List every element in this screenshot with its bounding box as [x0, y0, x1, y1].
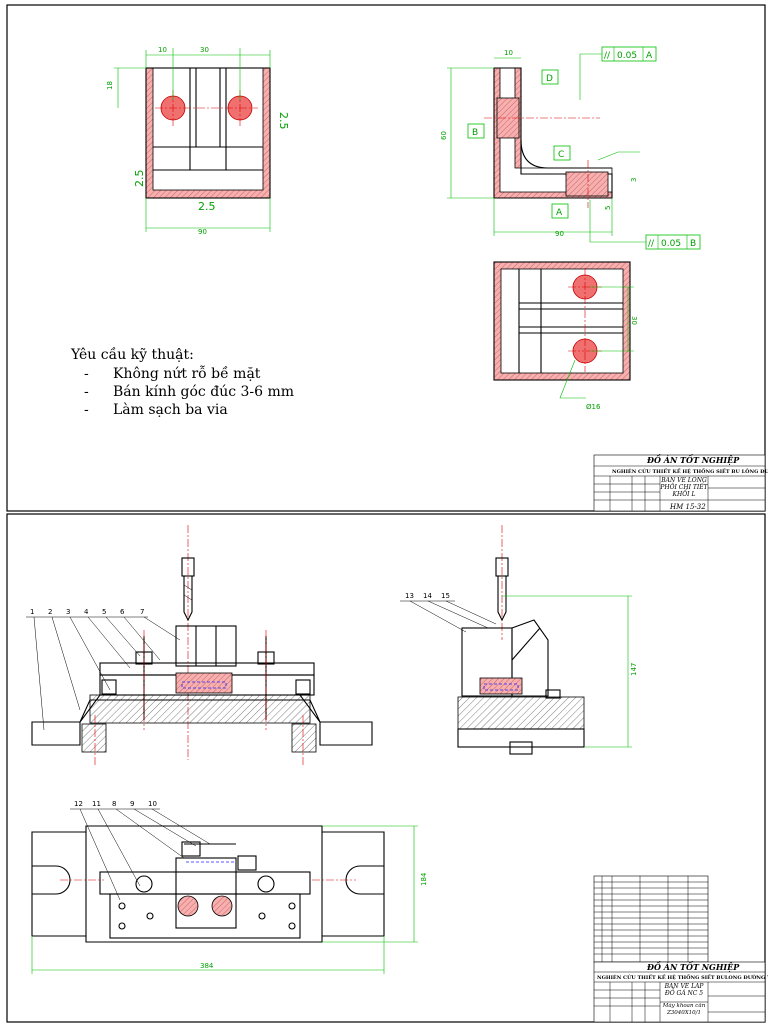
part-side-view: D B C A // 0.05 A // 0.05 B 60 90 10 5 3: [440, 46, 701, 250]
datum-a: A: [556, 208, 563, 218]
svg-text:11: 11: [92, 800, 101, 808]
svg-text:Ø16: Ø16: [586, 403, 601, 411]
assembly-top-view: 384 184 12 11 8 9 10: [31, 800, 428, 974]
front-bottom-allowance: 2.5: [198, 200, 216, 213]
svg-text:4: 4: [84, 608, 89, 616]
svg-text:10: 10: [504, 49, 513, 57]
datum-d: D: [546, 74, 553, 84]
part-tb-drawing-name: BẢN VẼ LỒNG PHÔI CHI TIẾT KHỐI L: [660, 477, 708, 498]
svg-text:-: -: [84, 402, 89, 418]
requirement-3: Làm sạch ba via: [113, 401, 228, 418]
svg-text:15: 15: [441, 592, 450, 600]
parts-list: [593, 875, 709, 963]
svg-text:2: 2: [48, 608, 52, 616]
side-dim-5: 5: [604, 206, 612, 210]
front-left-allowance: 2.5: [133, 170, 146, 188]
svg-text:147: 147: [630, 663, 638, 676]
lower-sheet-border: [6, 513, 766, 1023]
svg-text:7: 7: [140, 608, 144, 616]
assy-tb-drawing-name: BẢN VẼ LẮP ĐỒ GÁ NC 5: [664, 983, 704, 997]
balloons-top: 12 11 8 9 10: [70, 800, 211, 901]
front-width-dim: 90: [198, 228, 207, 236]
technical-requirements: Yêu cầu kỹ thuật: - Không nứt rỗ bề mặt …: [70, 346, 294, 418]
part-tb-subtitle: NGHIÊN CỨU THIẾT KẾ HỆ THỐNG SIẾT BU LÔN…: [612, 467, 768, 475]
assembly-front-view: 1 2 3 4 5 6 7: [26, 525, 373, 765]
assembly-width-dim: 184: [420, 872, 428, 886]
part-tb-header: ĐỒ ÁN TỐT NGHIỆP: [646, 455, 740, 465]
part-front-view: 10 30 18 90 2.5 2.5 2.5: [106, 46, 290, 236]
assembly-side-view: 147 13 14 15: [400, 525, 638, 755]
requirement-1: Không nứt rỗ bề mặt: [113, 365, 261, 382]
assembly-length-dim: 384: [200, 962, 214, 970]
svg-text:8: 8: [112, 800, 116, 808]
svg-text:30: 30: [630, 316, 638, 325]
svg-text:3: 3: [66, 608, 70, 616]
svg-text:18: 18: [106, 81, 114, 90]
datum-b: B: [472, 128, 478, 138]
datum-c: C: [558, 150, 564, 160]
assy-tb-header: ĐỒ ÁN TỐT NGHIỆP: [646, 962, 740, 972]
part-tb-code: HM 15-32: [669, 503, 706, 511]
svg-text:13: 13: [405, 592, 414, 600]
svg-text:10: 10: [148, 800, 157, 808]
requirements-title: Yêu cầu kỹ thuật:: [70, 346, 194, 363]
svg-text:6: 6: [120, 608, 125, 616]
part-top-view: 30 Ø16: [493, 261, 638, 411]
tol-bottom-ref: B: [690, 239, 696, 249]
svg-text:12: 12: [74, 800, 83, 808]
side-dim-3: 3: [630, 178, 638, 182]
svg-text:-: -: [84, 384, 89, 400]
svg-text:90: 90: [555, 230, 564, 238]
part-title-block: ĐỒ ÁN TỐT NGHIỆP NGHIÊN CỨU THIẾT KẾ HỆ …: [593, 454, 768, 512]
svg-text:60: 60: [440, 131, 448, 140]
svg-text:-: -: [84, 366, 89, 382]
assy-tb-machine: Máy khoan cần Z3040X10/1: [662, 1003, 706, 1016]
upper-sheet-border: [6, 4, 766, 512]
svg-text://: //: [648, 239, 655, 249]
balloons-front: 1 2 3 4 5 6 7: [26, 608, 181, 731]
assy-tb-subtitle: NGHIÊN CỨU THIẾT KẾ HỆ THỐNG SIẾT BULONG…: [597, 973, 768, 981]
svg-text:14: 14: [423, 592, 432, 600]
svg-text://: //: [604, 51, 611, 61]
svg-text:9: 9: [130, 800, 134, 808]
svg-text:5: 5: [102, 608, 106, 616]
balloons-side: 13 14 15: [400, 592, 497, 633]
svg-text:30: 30: [200, 46, 209, 54]
svg-text:1: 1: [30, 608, 34, 616]
front-right-allowance: 2.5: [277, 112, 290, 130]
requirement-2: Bán kính góc đúc 3-6 mm: [113, 384, 294, 400]
tol-bottom-value: 0.05: [661, 239, 681, 249]
svg-text:10: 10: [158, 46, 167, 54]
tol-top-value: 0.05: [617, 51, 637, 61]
tol-top-ref: A: [646, 51, 653, 61]
assembly-title-block: ĐỒ ÁN TỐT NGHIỆP NGHIÊN CỨU THIẾT KẾ HỆ …: [593, 961, 768, 1023]
